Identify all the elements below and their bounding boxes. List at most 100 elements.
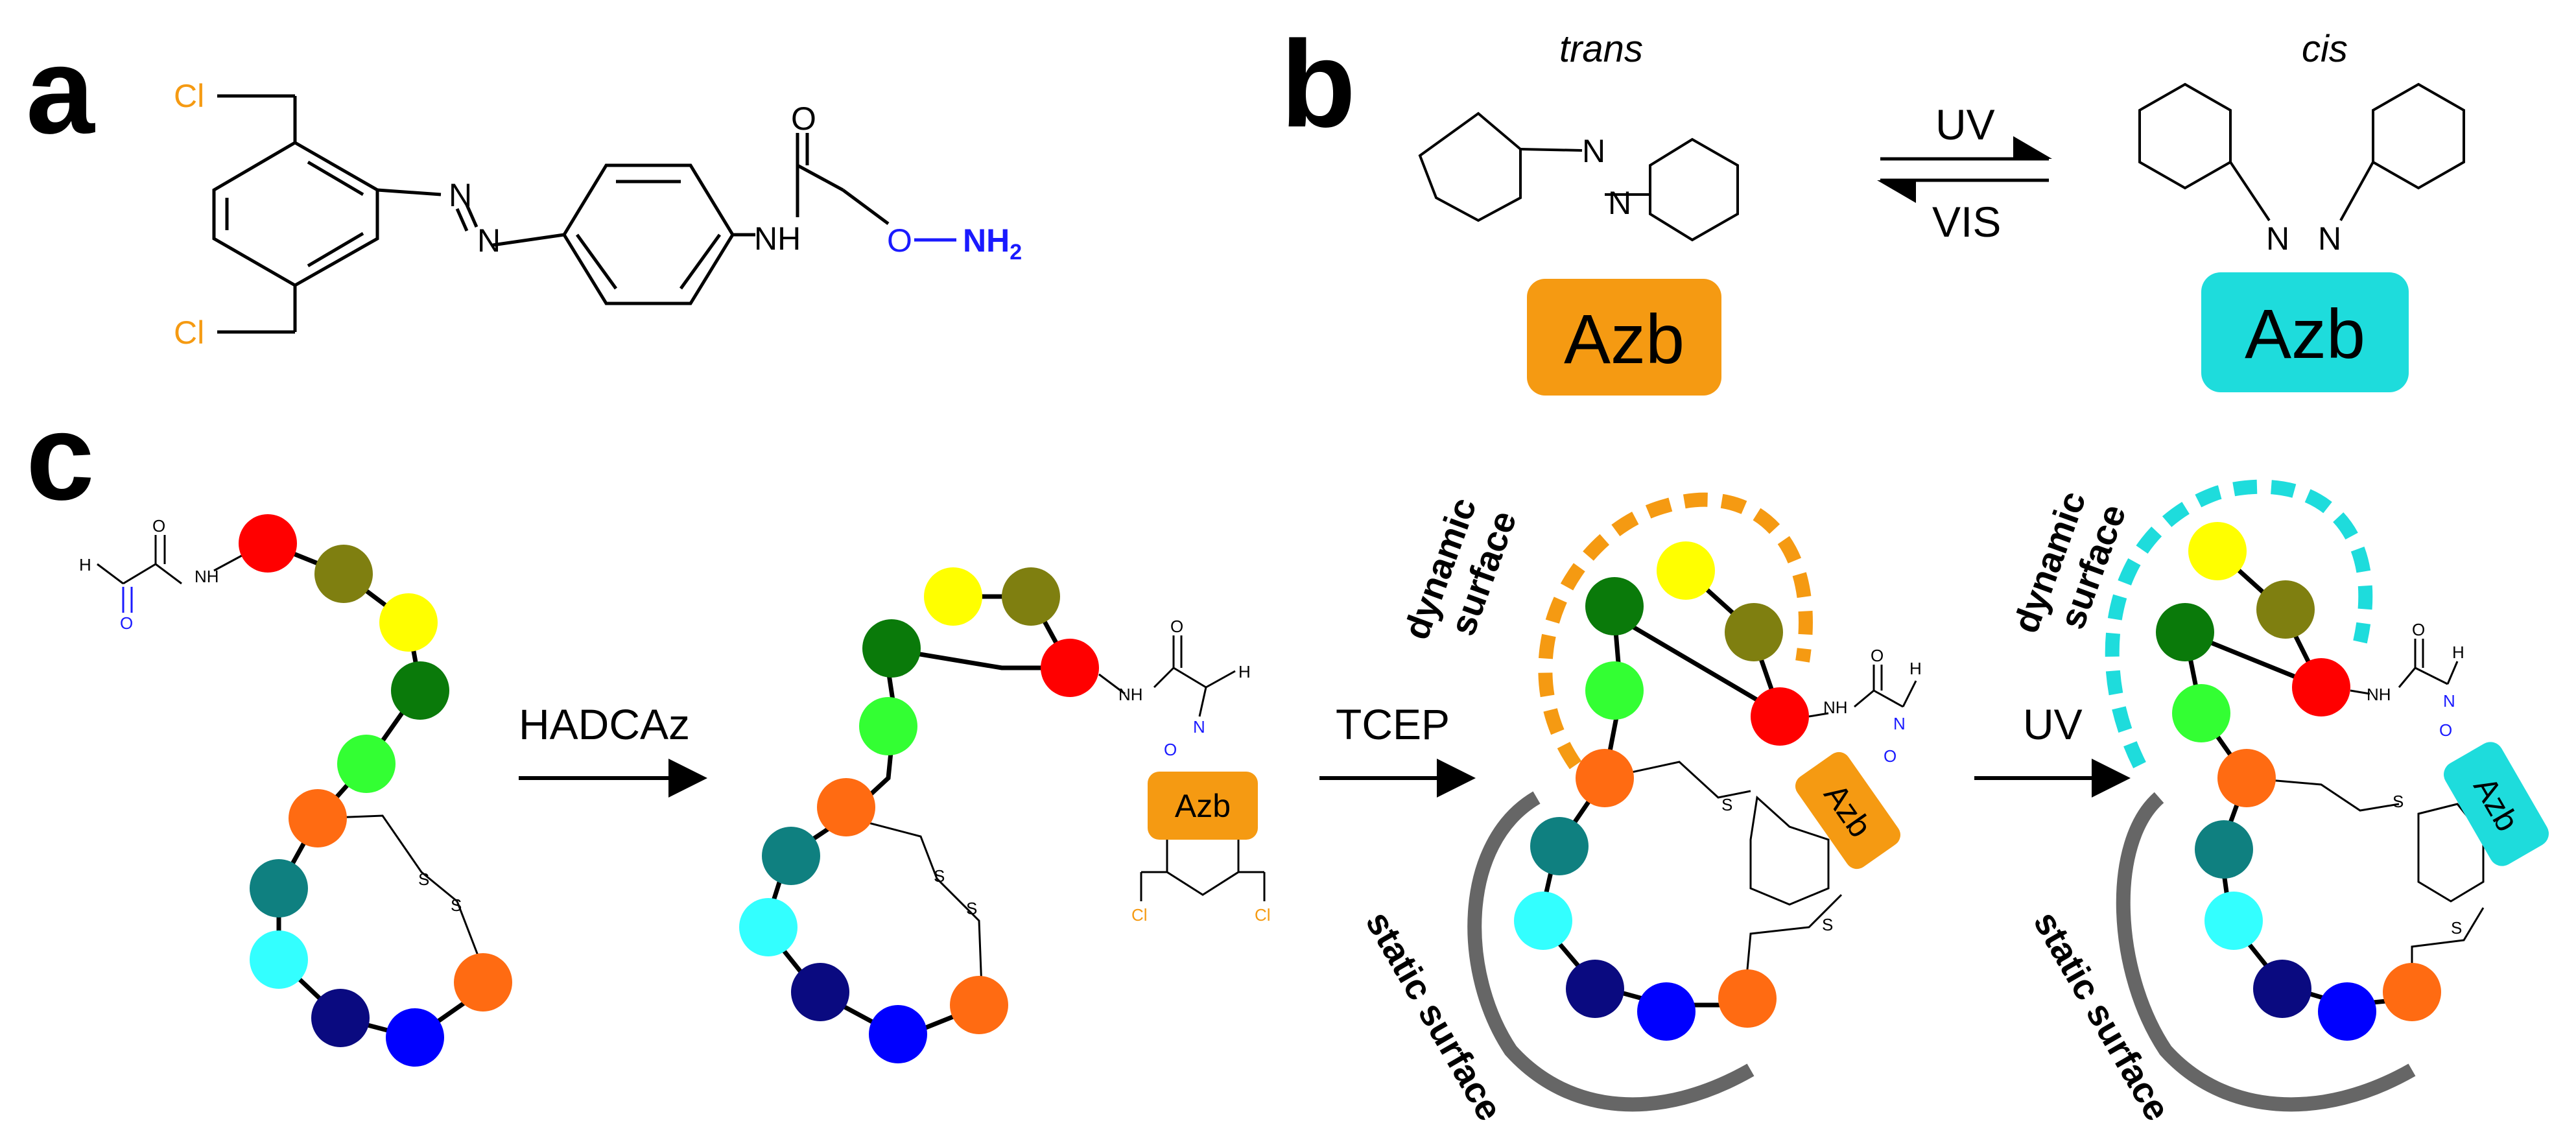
bead — [250, 930, 308, 989]
bead — [862, 619, 921, 678]
bead — [379, 593, 438, 652]
stage3-h: H — [1909, 659, 1922, 678]
bead — [762, 827, 820, 885]
trans-n2: N — [1608, 185, 1631, 221]
cis-label: cis — [2302, 28, 2348, 70]
stage3-static-surface — [1467, 791, 1755, 1112]
stage4-azb-box — [2444, 742, 2549, 866]
stage3-s1: S — [1721, 795, 1732, 814]
stage2-beads — [739, 567, 1099, 1063]
stage4-s1: S — [2393, 792, 2404, 811]
stage1-s1: S — [418, 870, 429, 889]
stage1-beads — [239, 514, 512, 1067]
arrow-uv-label: UV — [2023, 700, 2083, 748]
bead — [1566, 960, 1624, 1018]
azb-cis-box — [2201, 272, 2409, 392]
panel-letter-b: b — [1281, 16, 1356, 153]
bead — [1637, 982, 1696, 1041]
stage4-static-surface — [2116, 792, 2416, 1112]
bead — [1041, 639, 1099, 697]
stage4-azb: Azb — [2444, 742, 2549, 866]
stage3-o: O — [1871, 646, 1884, 665]
bead — [311, 989, 370, 1047]
panel-letter-c: c — [26, 388, 95, 526]
stage1-s2: S — [451, 895, 462, 915]
stage4-dynamic-surface — [2105, 479, 2373, 768]
stage3-nh: NH — [1823, 698, 1848, 717]
stage2-o: O — [1170, 617, 1183, 636]
trans-n1: N — [1582, 133, 1605, 169]
stage3-dynamic-label: dynamic surface — [1395, 482, 1527, 659]
stage4-s2: S — [2451, 918, 2462, 938]
vis-label: VIS — [1932, 198, 2001, 246]
stage3-n: N — [1893, 714, 1906, 733]
bead — [454, 953, 512, 1012]
bead — [817, 778, 875, 836]
cis-azobenzene — [2138, 82, 2465, 222]
stage4-nh: NH — [2367, 685, 2391, 704]
bead — [1725, 603, 1783, 661]
bead — [239, 514, 297, 573]
azo-n2: N — [477, 222, 501, 259]
bead — [2253, 960, 2311, 1018]
panel-letter-a: a — [26, 22, 95, 160]
bead — [2256, 580, 2315, 639]
stage3-azb-box — [1795, 751, 1901, 870]
stage4-beads — [2156, 522, 2441, 1041]
bead — [1514, 892, 1572, 950]
trans-azobenzene — [1418, 112, 1739, 242]
bead — [1530, 817, 1589, 875]
azo-n1: N — [449, 177, 472, 213]
stage2-nh: NH — [1118, 685, 1143, 704]
stage1-o-bottom: O — [120, 613, 133, 633]
stage4-linker — [2350, 639, 2485, 903]
cis-n2: N — [2318, 220, 2341, 257]
uv-label: UV — [1935, 101, 1995, 148]
bead — [1751, 687, 1809, 746]
cl-label-bottom: Cl — [174, 314, 204, 351]
cl-label-top: Cl — [174, 78, 204, 114]
bead — [791, 963, 849, 1021]
stage3-linker — [1749, 665, 1917, 906]
stage3-dynamic-surface — [1538, 492, 1813, 770]
stage4-h: H — [2452, 643, 2464, 662]
arrow-hadcaz-label: HADCAz — [519, 700, 690, 748]
stage2-o2: O — [1164, 740, 1177, 759]
stage4-o: O — [2412, 620, 2425, 639]
stage2-cl1: Cl — [1131, 905, 1148, 925]
stage2-cl2: Cl — [1255, 905, 1271, 925]
bead — [1576, 749, 1634, 807]
stage2-s2: S — [966, 899, 977, 918]
panel-a-molecule — [212, 94, 890, 334]
ether-o: O — [887, 222, 912, 259]
stage2-h: H — [1238, 662, 1251, 681]
azb-cis-label: Azb — [2245, 294, 2365, 373]
bead — [1585, 661, 1644, 720]
stage4-static-label: static surface — [2026, 905, 2179, 1128]
stage3-beads — [1514, 541, 1809, 1041]
benzene-ring-left — [212, 141, 379, 287]
bead — [2318, 982, 2376, 1041]
stage1-linker — [97, 535, 257, 585]
arrow-tcep-label: TCEP — [1336, 700, 1450, 748]
stage2-azb-label: Azb — [1175, 788, 1231, 824]
stage1-o-top: O — [152, 516, 165, 536]
bead — [2292, 658, 2350, 716]
bead — [289, 789, 347, 847]
bead — [2156, 603, 2214, 661]
bead — [2172, 684, 2230, 742]
stage1-nh: NH — [195, 567, 219, 586]
bead — [950, 976, 1008, 1034]
bead — [924, 567, 982, 626]
carbonyl-o: O — [791, 101, 816, 137]
stage2-linker — [1098, 635, 1236, 717]
stage2-ring-stub — [1140, 840, 1266, 901]
stage3-s2: S — [1822, 915, 1833, 934]
bead — [859, 697, 917, 755]
bead — [739, 898, 798, 956]
bead — [1585, 577, 1644, 635]
bead — [1657, 541, 1715, 600]
stage3-azb: Azb — [1795, 751, 1901, 870]
stage2-n: N — [1193, 717, 1205, 737]
